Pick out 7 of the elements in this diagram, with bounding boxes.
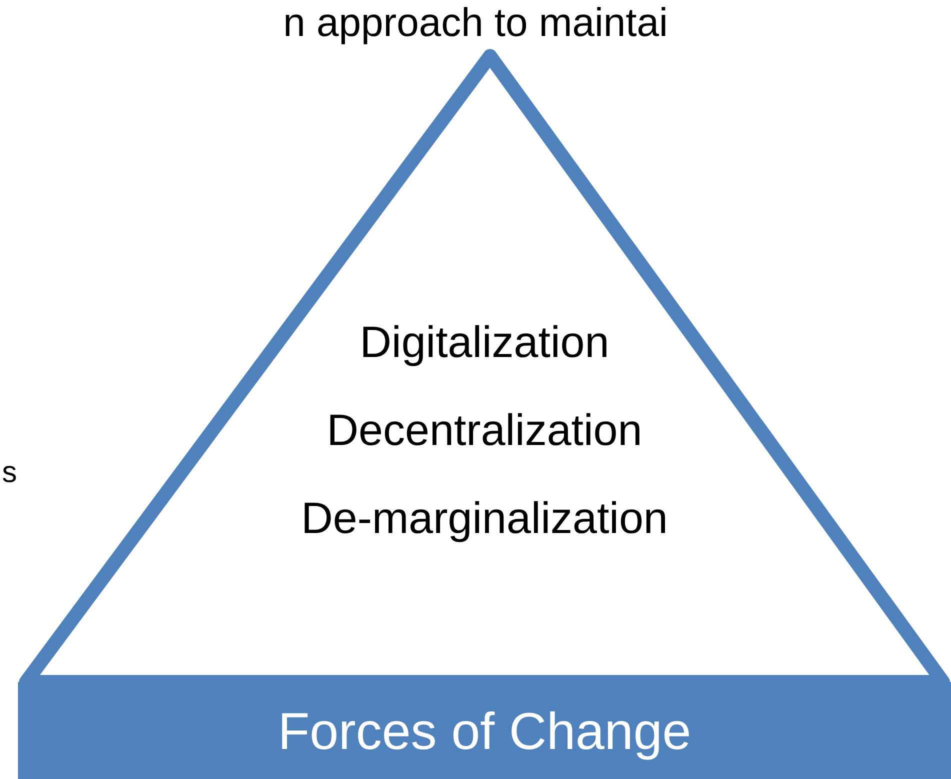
text-fragment: s xyxy=(2,455,17,491)
base-bar xyxy=(18,682,951,779)
force-label: De-marginalization xyxy=(300,494,669,544)
force-label: Digitalization xyxy=(358,318,610,368)
slide-title: n approach to maintai xyxy=(282,0,669,46)
force-label: Decentralization xyxy=(326,406,644,456)
bar-label: Forces of Change xyxy=(276,702,692,762)
